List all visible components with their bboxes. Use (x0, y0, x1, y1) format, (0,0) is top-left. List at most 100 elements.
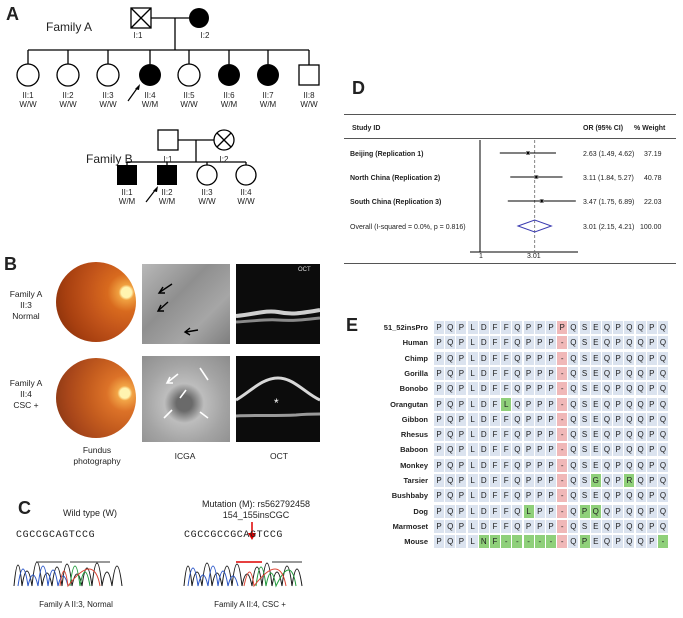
panel-a-letter: A (6, 4, 19, 24)
residue-cell: P (646, 474, 657, 487)
famB-I2-label: I:2 (219, 155, 229, 164)
famB-II4-id: II:4 (240, 188, 252, 197)
residue-cell: Q (658, 336, 668, 350)
residue-cell: Q (512, 397, 523, 411)
famA-II7-genotype: W/M (259, 100, 277, 109)
residue-cell: F (490, 382, 500, 396)
residue-cell: Q (602, 474, 612, 487)
residue-cell: Q (602, 519, 612, 533)
residue-cell: Q (658, 382, 668, 396)
residue-cell: P (434, 336, 444, 350)
residue-cell: S (579, 443, 590, 457)
residue-cell: S (579, 397, 590, 411)
family-a-title: Family A (46, 20, 93, 34)
residue-cell: P (613, 535, 624, 549)
famA-II1-id: II:1 (22, 91, 34, 100)
residue-cell: Q (568, 474, 579, 487)
residue-cell: Q (658, 489, 668, 503)
residue-cell: Q (512, 443, 523, 457)
residue-cell: Q (568, 489, 579, 503)
residue-cell: D (478, 474, 489, 487)
famA-II2-id: II:2 (62, 91, 74, 100)
residue-cell: Q (635, 474, 646, 487)
residue-cell: Q (624, 366, 635, 380)
residue-cell: P (646, 397, 657, 411)
residue-cell: Q (658, 504, 668, 518)
residue-cell: P (646, 519, 657, 533)
residue-cell: F (501, 428, 512, 442)
residue-cell: Q (624, 321, 635, 334)
residue-cell: - (557, 366, 568, 380)
residue-cell: S (579, 458, 590, 472)
residue-cell: Q (602, 321, 612, 334)
residue-cell: D (478, 519, 489, 533)
residue-cell: - (557, 382, 568, 396)
fundus-photo-csc (56, 358, 136, 438)
residue-cell: P (434, 504, 444, 518)
species-label: Rhesus (400, 430, 428, 440)
residue-cell: - (557, 443, 568, 457)
residue-cell: F (490, 412, 500, 426)
residue-cell: Q (624, 336, 635, 350)
residue-cell: F (490, 535, 500, 549)
residue-cell: - (557, 519, 568, 533)
residue-cell: L (467, 382, 478, 396)
imaging-row2-line1: Family A (9, 378, 43, 388)
residue-cell: Q (624, 458, 635, 472)
residue-cell: P (557, 321, 568, 334)
forest-col-or: OR (95% CI) (583, 125, 624, 132)
residue-cell: F (490, 366, 500, 380)
residue-cell: P (456, 336, 467, 350)
residue-cell: Q (512, 428, 523, 442)
residue-cell: N (478, 535, 489, 549)
residue-cell: Q (602, 366, 612, 380)
residue-cell: - (512, 535, 523, 549)
residue-cell: Q (624, 504, 635, 518)
residue-cell: E (590, 458, 601, 472)
residue-cell: P (613, 366, 624, 380)
residue-cell: P (613, 428, 624, 442)
residue-cell: P (646, 321, 657, 334)
col-fundus-label: Fundus photography (60, 445, 134, 467)
forest-plot-frame (344, 114, 676, 264)
residue-cell: E (590, 535, 601, 549)
residue-cell: P (546, 458, 556, 472)
residue-cell: P (613, 382, 624, 396)
residue-cell: E (590, 412, 601, 426)
species-label: Mouse (404, 537, 428, 547)
residue-cell: P (613, 458, 624, 472)
residue-cell: Q (512, 504, 523, 518)
residue-cell: Q (635, 428, 646, 442)
residue-cell: F (490, 474, 500, 487)
residue-cell: P (546, 382, 556, 396)
famA-II6-genotype: W/M (220, 100, 238, 109)
residue-cell: - (534, 535, 545, 549)
famA-II3-id: II:3 (102, 91, 114, 100)
panel-e-letter: E (346, 315, 359, 335)
residue-cell: E (590, 519, 601, 533)
residue-cell: D (478, 428, 489, 442)
residue-cell: L (467, 351, 478, 365)
residue-cell: D (478, 489, 489, 503)
residue-cell: Q (445, 321, 456, 334)
residue-cell: F (490, 351, 500, 365)
residue-cell: Q (512, 336, 523, 350)
residue-cell: Q (602, 504, 612, 518)
residue-cell: Q (568, 504, 579, 518)
residue-cell: F (501, 321, 512, 334)
species-label: Tarsier (403, 476, 428, 485)
famB-II2-genotype: W/M (158, 197, 176, 206)
residue-cell: P (434, 366, 444, 380)
residue-cell: P (523, 489, 534, 503)
residue-cell: P (534, 489, 545, 503)
residue-cell: Q (658, 397, 668, 411)
famB-II1-genotype: W/M (118, 197, 136, 206)
residue-cell: Q (445, 428, 456, 442)
residue-cell: L (467, 321, 478, 334)
residue-cell: D (478, 351, 489, 365)
famA-II1-genotype: W/W (19, 100, 37, 109)
residue-cell: P (546, 504, 556, 518)
residue-cell: - (523, 535, 534, 549)
residue-cell: P (456, 321, 467, 334)
imaging-row1-line2: II:3 (20, 300, 32, 310)
